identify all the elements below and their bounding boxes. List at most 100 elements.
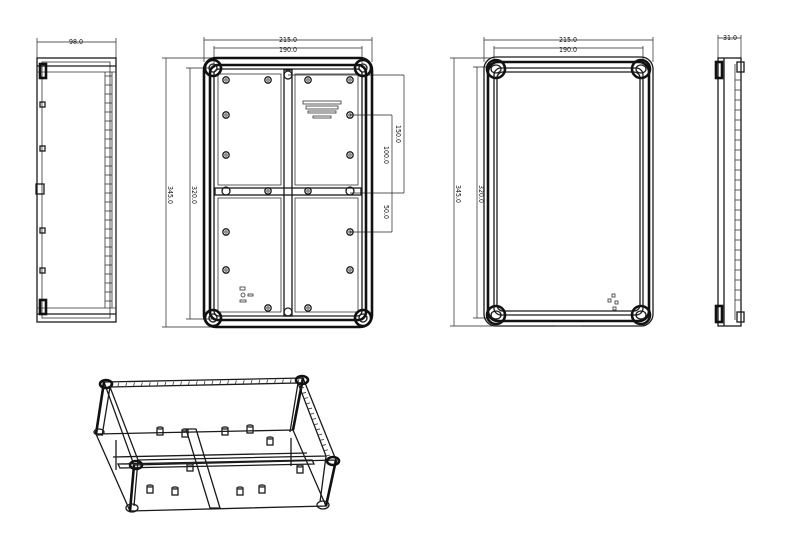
iso-boss-top xyxy=(146,484,154,488)
isometric-bosses xyxy=(146,424,304,496)
iso-boss-top xyxy=(181,428,189,432)
mount-hole-center xyxy=(224,113,228,117)
mount-hole-center xyxy=(224,230,228,234)
front-height-outer-label: 345.0 xyxy=(166,186,174,204)
iso-rib xyxy=(242,380,245,385)
iso-rib xyxy=(117,382,120,387)
mount-hole xyxy=(304,76,312,84)
rail-100-label: 100.0 xyxy=(382,146,390,164)
iso-rib xyxy=(323,449,329,452)
iso-boss-top xyxy=(296,464,304,468)
mount-hole xyxy=(264,187,272,195)
rail-50-label: 50.0 xyxy=(382,205,390,219)
iso-rib xyxy=(309,412,315,415)
mount-hole-center xyxy=(224,268,228,272)
mount-hole xyxy=(346,111,354,119)
iso-rib xyxy=(133,382,135,387)
mount-hole xyxy=(222,76,230,84)
iso-rib xyxy=(234,380,237,385)
iso-boss xyxy=(186,463,194,472)
iso-boss-top xyxy=(221,426,229,430)
mount-hole-center xyxy=(266,306,270,310)
side-lug xyxy=(39,227,46,234)
lid-corner-screws xyxy=(485,58,652,326)
mount-hole xyxy=(304,187,312,195)
mount-hole-center xyxy=(348,230,352,234)
mount-hole-center xyxy=(266,78,270,82)
mount-hole-center xyxy=(266,189,270,193)
iso-rib xyxy=(289,379,292,384)
mount-hole-center xyxy=(224,78,228,82)
iso-rib xyxy=(305,402,311,405)
front-width-outer-label: 215.0 xyxy=(279,36,297,44)
iso-rib xyxy=(148,382,151,387)
iso-rib xyxy=(195,381,198,386)
iso-rib xyxy=(156,381,159,387)
mount-hole xyxy=(222,266,230,274)
iso-boss-top xyxy=(186,462,194,466)
side-view: 98.0 xyxy=(35,38,117,323)
iso-boss xyxy=(181,429,189,438)
iso-rib xyxy=(250,379,253,385)
iso-rib xyxy=(227,380,229,385)
side-view-lugs xyxy=(39,101,46,274)
mount-hole-center xyxy=(348,268,352,272)
lid-side-depth-label: 31.0 xyxy=(723,34,737,42)
mount-hole xyxy=(346,76,354,84)
front-width-inner-label: 190.0 xyxy=(279,46,297,54)
iso-rib xyxy=(317,433,323,436)
iso-rib xyxy=(313,423,319,426)
side-depth-label: 98.0 xyxy=(69,38,83,46)
iso-rib xyxy=(125,382,128,387)
mount-hole-center xyxy=(348,113,352,117)
front-view: 215.0 190.0 345.0 320.0 150.0 100.0 50.0 xyxy=(162,36,405,329)
iso-boss xyxy=(171,487,179,496)
side-lug xyxy=(39,145,46,152)
iso-rib xyxy=(307,407,313,410)
mount-hole-center xyxy=(224,153,228,157)
iso-boss xyxy=(258,485,266,494)
lid-side-ribs xyxy=(735,79,741,301)
mount-hole-center xyxy=(306,189,310,193)
iso-boss-top xyxy=(266,436,274,440)
lid-view: 215.0 190.0 345.0 320.0 xyxy=(450,36,654,327)
iso-boss xyxy=(236,487,244,496)
iso-rib xyxy=(281,379,284,384)
isometric-view xyxy=(93,374,341,513)
side-view-ribs xyxy=(105,75,112,302)
lid-width-inner-label: 190.0 xyxy=(559,46,577,54)
lid-height-outer-label: 345.0 xyxy=(454,185,462,203)
iso-rib xyxy=(311,418,317,420)
iso-boss xyxy=(146,485,154,494)
iso-rib xyxy=(203,380,206,386)
iso-rib xyxy=(180,381,182,386)
lid-side-view: 31.0 xyxy=(714,34,745,327)
iso-boss-top xyxy=(171,486,179,490)
iso-rib xyxy=(321,444,327,446)
iso-rib xyxy=(303,397,309,400)
lid-width-outer-label: 215.0 xyxy=(559,36,577,44)
iso-rib xyxy=(325,454,331,457)
side-lug xyxy=(39,267,46,274)
iso-rib xyxy=(319,438,325,441)
iso-rib xyxy=(164,381,167,386)
iso-boss-top xyxy=(236,486,244,490)
iso-rib xyxy=(301,392,307,394)
side-lug xyxy=(39,101,46,108)
front-height-inner-label: 320.0 xyxy=(190,186,198,204)
iso-rib xyxy=(172,381,175,386)
iso-rib xyxy=(299,386,305,389)
mount-hole xyxy=(264,304,272,312)
iso-boss xyxy=(266,437,274,446)
mount-hole-center xyxy=(306,78,310,82)
iso-boss xyxy=(156,427,164,436)
mount-hole-center xyxy=(348,153,352,157)
mount-hole xyxy=(304,304,312,312)
front-view-mount-holes xyxy=(222,76,354,312)
mount-hole-center xyxy=(348,78,352,82)
iso-boss xyxy=(221,427,229,436)
mount-hole xyxy=(346,266,354,274)
mount-hole xyxy=(222,228,230,236)
iso-boss-top xyxy=(246,424,254,428)
